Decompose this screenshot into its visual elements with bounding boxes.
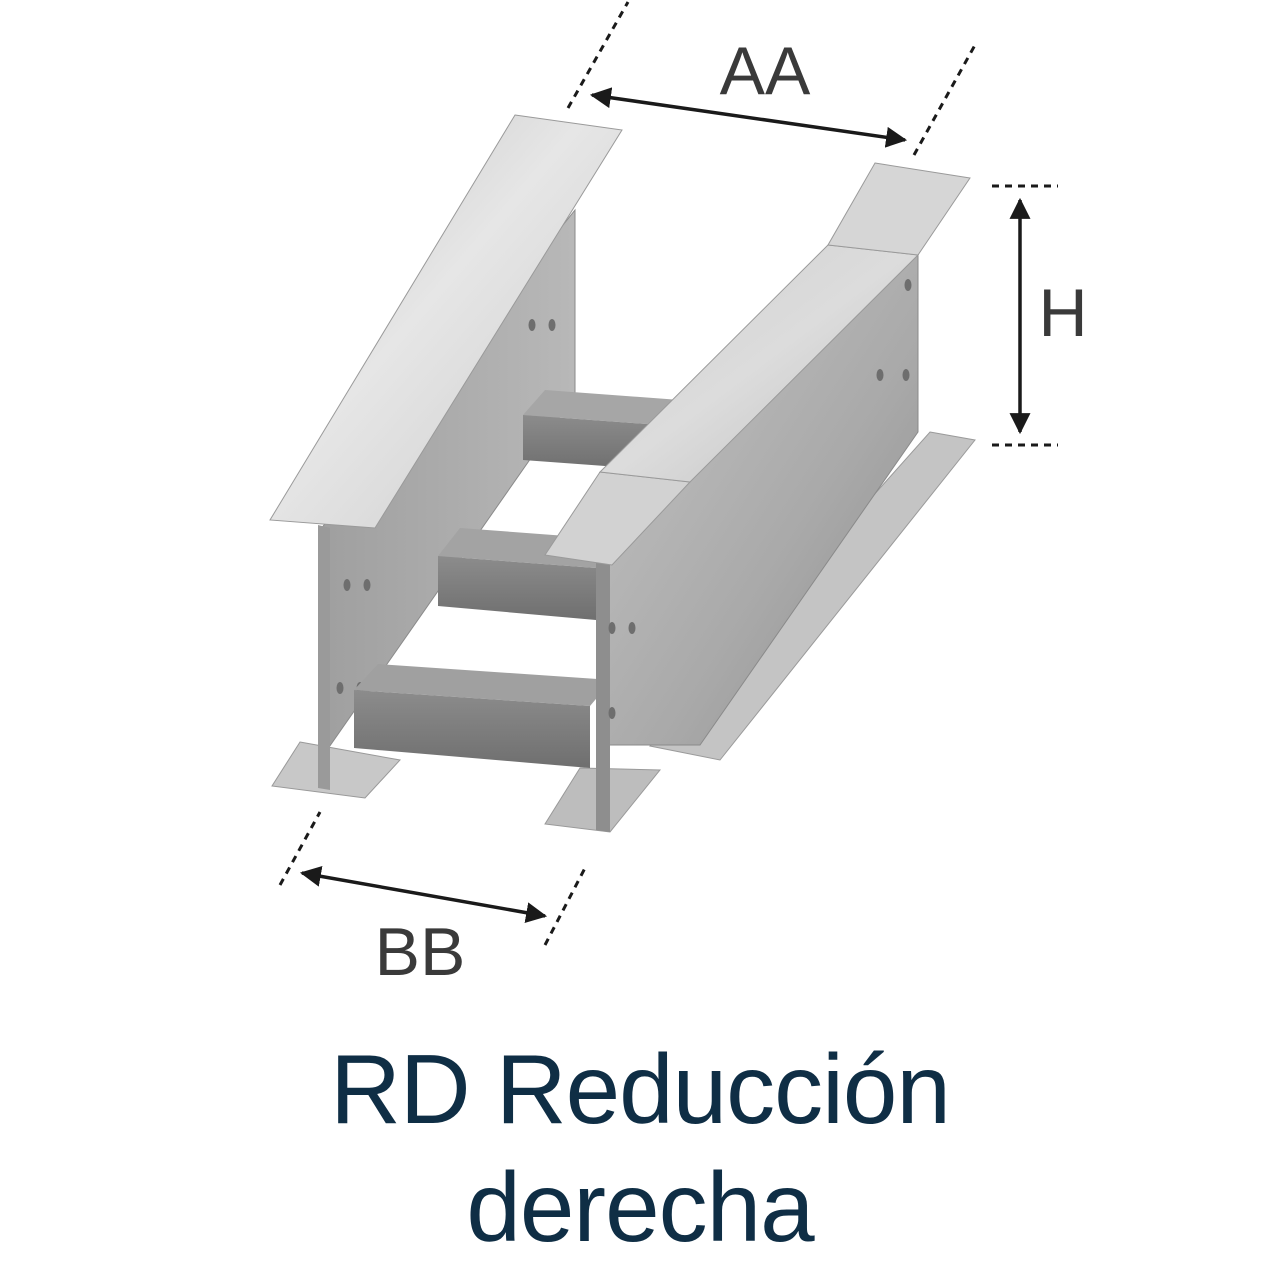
left-top-flange [269,114,623,529]
caption-line-1: RD Reducción [330,1034,951,1144]
right-top-flange-upper [827,162,971,256]
aa-label: AA [720,33,811,109]
aa-dimension-arrow [589,87,908,148]
caption-line-2: derecha [466,1152,814,1262]
rung-front [354,664,612,768]
left-side-web-end [318,525,330,790]
bb-dimension-arrow [299,865,548,924]
bottom-flange-front-left [271,741,401,799]
right-web-holes [608,279,912,719]
h-label: H [1038,275,1087,351]
right-side-web-front [596,560,610,832]
bb-extension-right [543,867,587,946]
product-caption: RD Reducción derecha [0,1030,1280,1266]
aa-extension-left [566,1,630,109]
bb-extension-left [278,811,322,886]
cable-tray-reducer-diagram: AA H BB [269,1,1088,990]
bb-label: BB [375,914,466,990]
aa-extension-right [912,44,977,156]
